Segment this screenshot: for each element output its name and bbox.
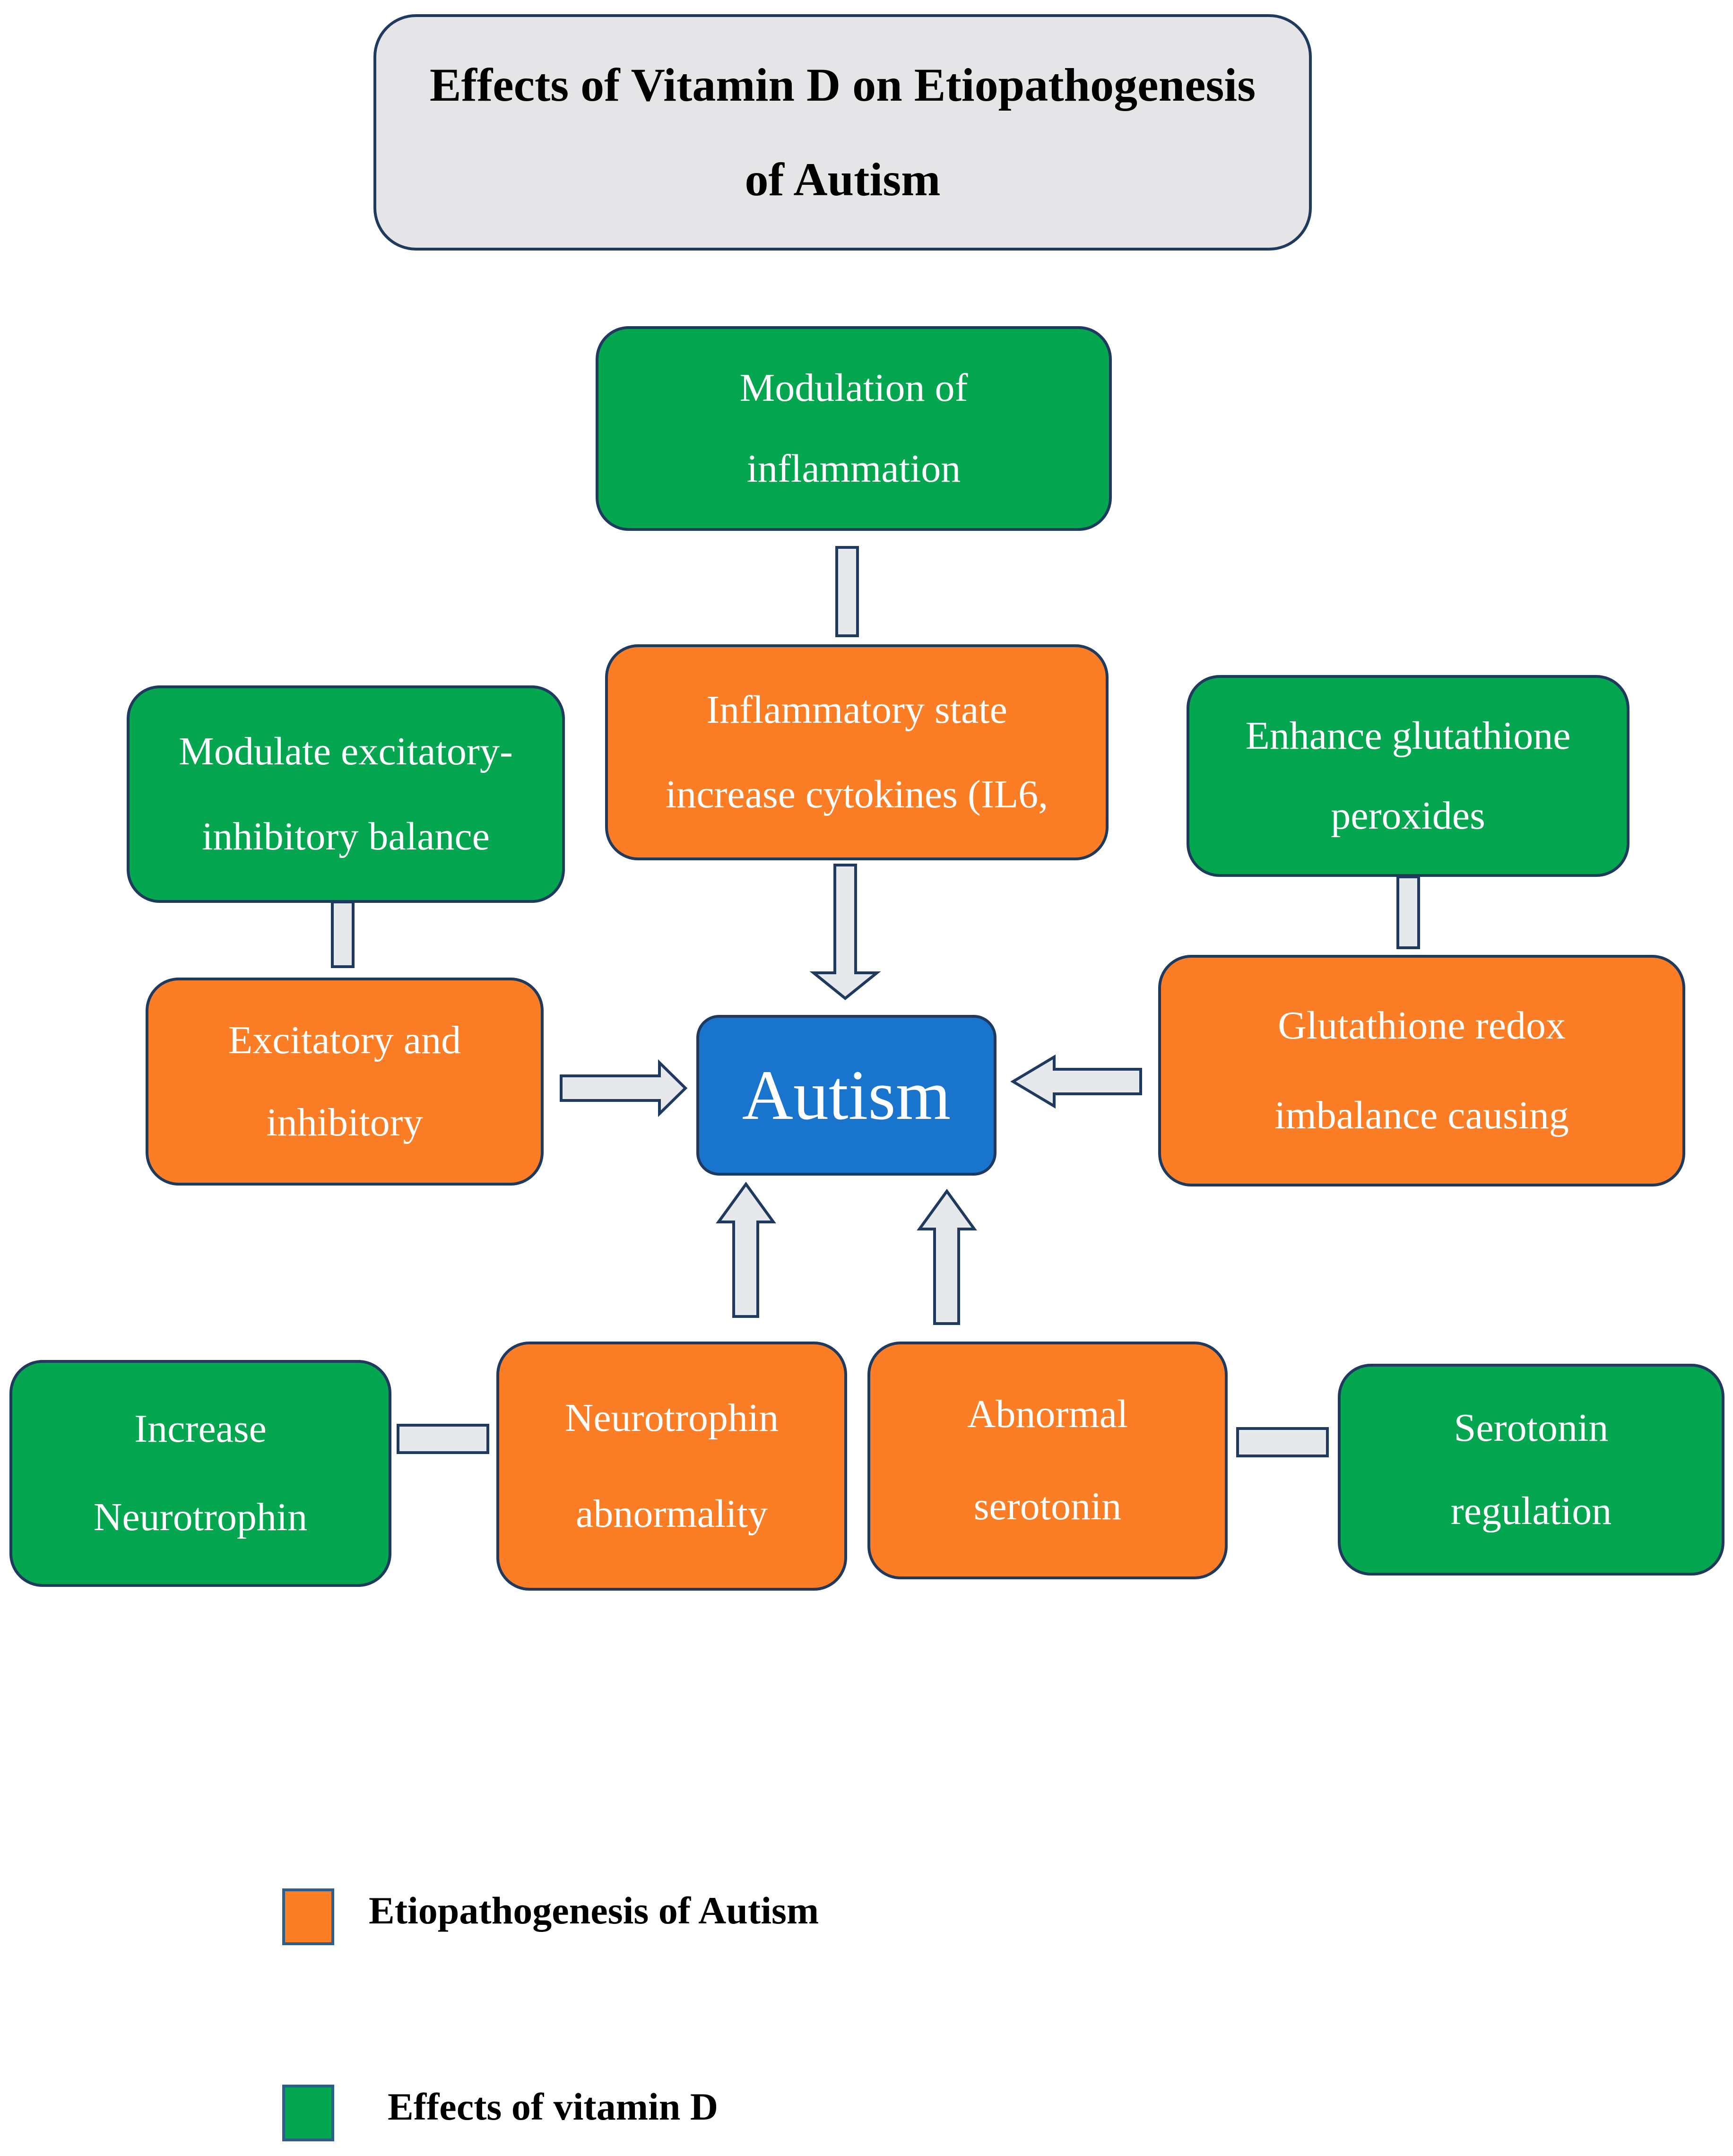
node-text: Neurotrophin <box>93 1495 308 1540</box>
node-autism: Autism <box>696 1015 996 1176</box>
node-abnormal-serotonin: Abnormal serotonin <box>867 1342 1228 1579</box>
node-text: Glutathione redox <box>1278 1003 1566 1048</box>
legend-label-vitamin-d: Effects of vitamin D <box>388 2085 719 2128</box>
node-text: abnormality <box>576 1491 768 1536</box>
node-text: serotonin <box>973 1484 1122 1528</box>
node-text: regulation <box>1450 1489 1612 1533</box>
diagram-title: Effects of Vitamin D on Etiopathogenesis… <box>373 14 1312 251</box>
arrow-neurotrophin-to-autism <box>716 1181 776 1318</box>
node-modulation-of-inflammation: Modulation of inflammation <box>596 326 1112 531</box>
node-text: Inflammatory state <box>706 687 1007 732</box>
node-increase-neurotrophin: Increase Neurotrophin <box>9 1360 391 1587</box>
node-text: imbalance causing <box>1274 1093 1569 1137</box>
node-text: Modulation of <box>739 365 968 410</box>
connector-excitatory <box>331 900 355 968</box>
arrow-excitatory-to-autism <box>560 1059 688 1117</box>
node-text: Increase <box>134 1407 267 1451</box>
node-serotonin-regulation: Serotonin regulation <box>1338 1364 1724 1576</box>
node-modulate-excitatory-inhibitory-balance: Modulate excitatory- inhibitory balance <box>127 685 565 903</box>
arrow-glutathione-to-autism <box>1010 1054 1142 1109</box>
connector-serotonin <box>1236 1427 1329 1457</box>
node-excitatory-and-inhibitory: Excitatory and inhibitory <box>146 978 544 1186</box>
node-text: Serotonin <box>1454 1405 1609 1450</box>
connector-inflammation <box>835 546 859 637</box>
node-text: peroxides <box>1331 793 1485 838</box>
arrow-serotonin-to-autism <box>917 1188 977 1325</box>
node-text: Abnormal <box>967 1392 1128 1437</box>
legend-label-etiopathogenesis: Etiopathogenesis of Autism <box>369 1889 819 1932</box>
connector-neurotrophin <box>397 1424 489 1454</box>
node-text: Excitatory and <box>228 1018 461 1063</box>
node-text: Neurotrophin <box>564 1396 779 1440</box>
node-text: inhibitory balance <box>202 814 490 858</box>
node-text: Enhance glutathione <box>1245 713 1571 758</box>
node-text: inhibitory <box>266 1100 423 1144</box>
node-text: inflammation <box>746 446 961 491</box>
node-neurotrophin-abnormality: Neurotrophin abnormality <box>496 1342 847 1591</box>
node-text: Modulate excitatory- <box>179 729 513 773</box>
autism-label: Autism <box>742 1056 951 1134</box>
connector-glutathione <box>1396 875 1420 949</box>
legend-swatch-vitamin-d <box>282 2085 334 2141</box>
legend-swatch-etiopathogenesis <box>282 1888 334 1945</box>
title-line-2: of Autism <box>745 153 941 206</box>
node-enhance-glutathione-peroxides: Enhance glutathione peroxides <box>1187 675 1629 877</box>
title-line-1: Effects of Vitamin D on Etiopathogenesis <box>429 59 1256 112</box>
node-inflammatory-state: Inflammatory state increase cytokines (I… <box>605 644 1109 860</box>
node-text: increase cytokines (IL6, <box>665 772 1048 816</box>
arrow-inflammatory-to-autism <box>809 864 881 1000</box>
node-glutathione-redox-imbalance: Glutathione redox imbalance causing <box>1158 955 1685 1186</box>
